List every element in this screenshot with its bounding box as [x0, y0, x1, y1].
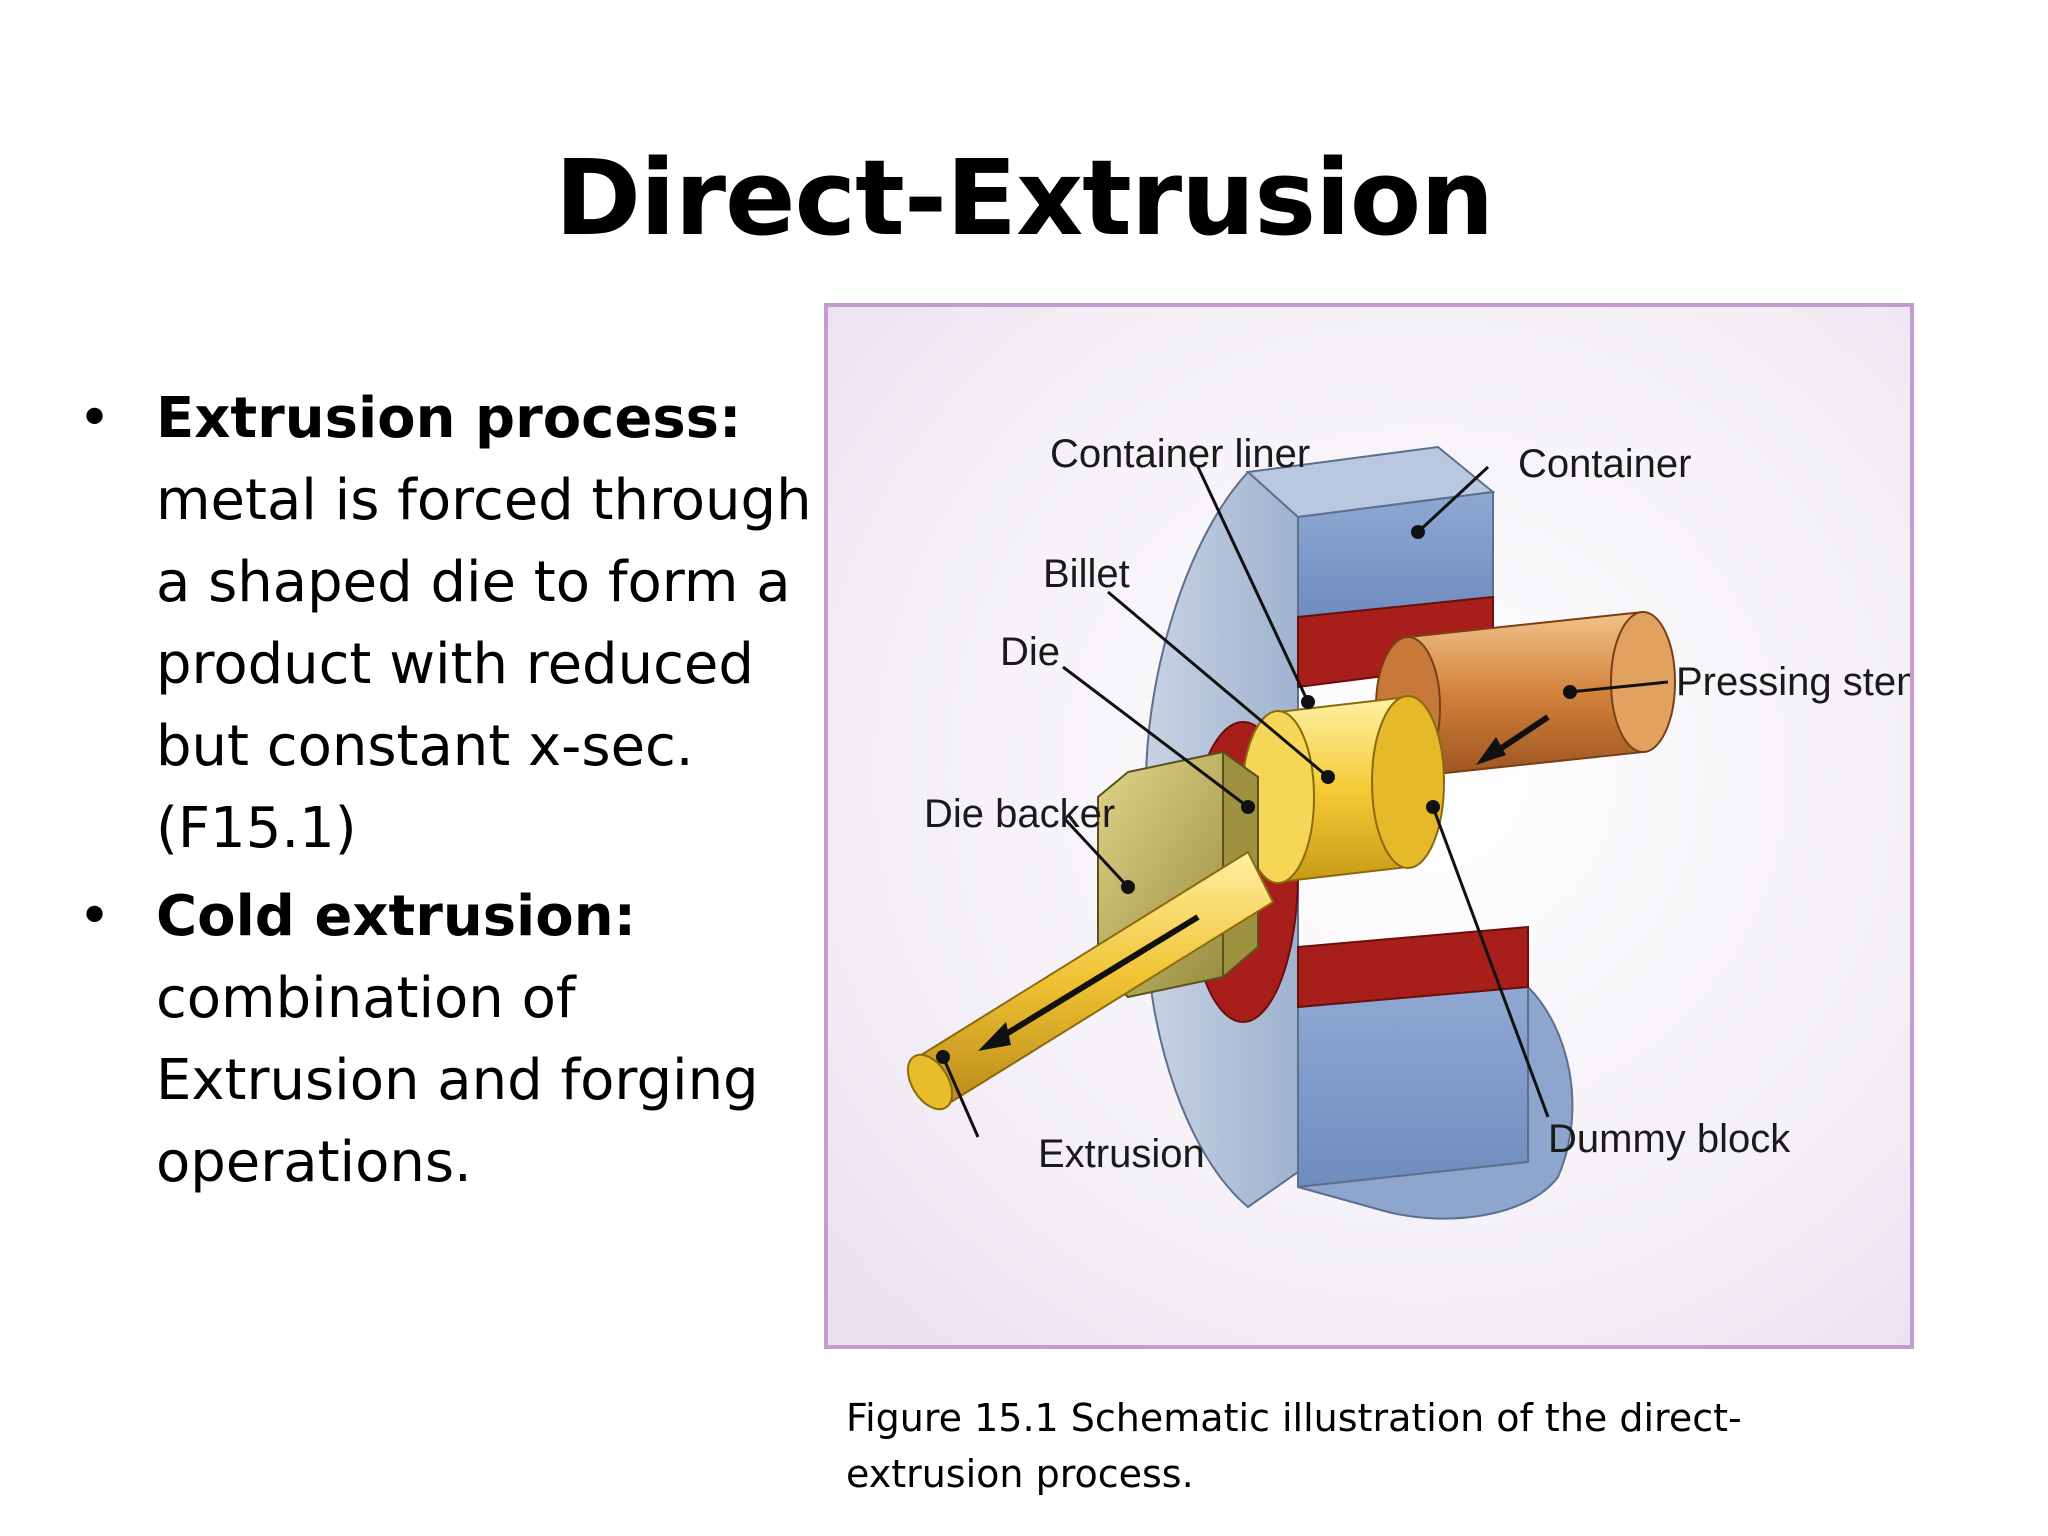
bullet-list: • Extrusion process: metal is forced thr…: [70, 378, 830, 1210]
bullet-marker: •: [78, 386, 112, 451]
figure-caption: Figure 15.1 Schematic illustration of th…: [846, 1396, 1742, 1496]
bullet-text: combination of Extrusion and forging ope…: [156, 966, 759, 1195]
extrusion-diagram-frame: Container liner Container Billet Die Pre…: [824, 303, 1914, 1349]
bullet-heading: Cold extrusion:: [156, 884, 636, 949]
bullet-extrusion-process: • Extrusion process: metal is forced thr…: [70, 378, 830, 870]
leader-dots: [936, 525, 1577, 1064]
label-container-liner: Container liner: [1050, 432, 1310, 476]
label-pressing-stem: Pressing stem: [1676, 660, 1910, 704]
label-dummy-block: Dummy block: [1548, 1117, 1791, 1161]
label-die-backer: Die backer: [924, 792, 1115, 836]
extrusion-diagram: Container liner Container Billet Die Pre…: [828, 307, 1910, 1345]
leader-lines: [941, 465, 1669, 1138]
slide-title: Direct-Extrusion: [554, 137, 1495, 259]
label-die: Die: [1000, 630, 1060, 674]
label-billet: Billet: [1043, 552, 1130, 596]
billet-shape: [1241, 695, 1445, 884]
bullet-heading: Extrusion process:: [156, 386, 742, 451]
extrusion-rod-shape: [906, 850, 1275, 1111]
bullet-cold-extrusion: • Cold extrusion: combination of Extrusi…: [70, 876, 830, 1204]
bullet-text: metal is forced through a shaped die to …: [156, 468, 812, 861]
label-container: Container: [1518, 442, 1691, 486]
bullet-marker: •: [78, 884, 112, 949]
label-extrusion: Extrusion: [1038, 1132, 1205, 1176]
